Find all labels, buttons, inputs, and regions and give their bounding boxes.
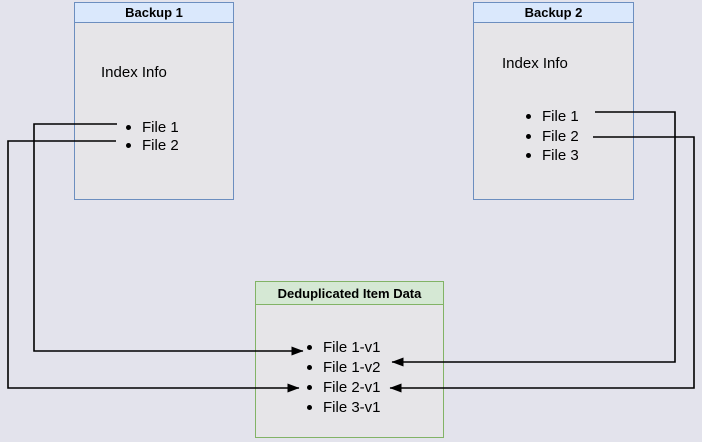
backup1-title: Backup 1 [75,3,233,23]
list-item: File 2 [523,127,579,147]
list-item: File 1 [523,107,579,127]
list-item: File 3 [523,146,579,166]
list-item: File 2 [123,137,179,156]
list-item: File 3-v1 [304,397,381,417]
list-item: File 2-v1 [304,377,381,397]
backup2-index-info-label: Index Info [502,55,568,72]
backup1-index-info-label: Index Info [101,64,167,81]
dedup-title: Deduplicated Item Data [256,282,443,305]
backup2-title: Backup 2 [474,3,633,23]
list-item: File 1-v1 [304,337,381,357]
list-item: File 1-v2 [304,357,381,377]
list-item: File 1 [123,118,179,137]
